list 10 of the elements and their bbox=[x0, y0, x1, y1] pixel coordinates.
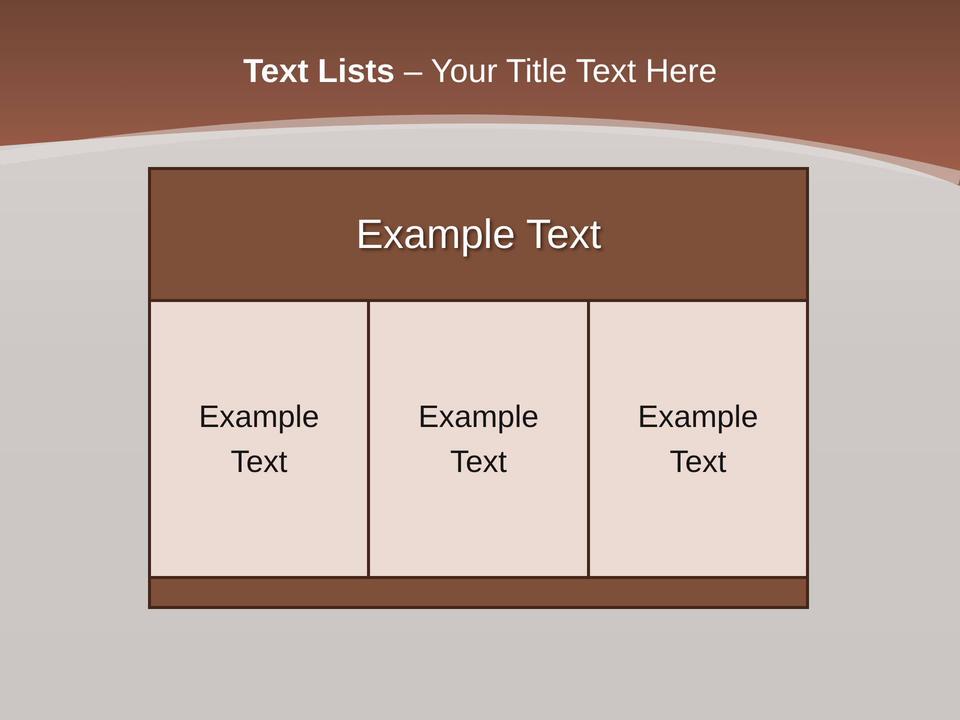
header-panel bbox=[148, 167, 809, 302]
footer-bar bbox=[148, 576, 809, 609]
text-panel bbox=[148, 299, 370, 579]
text-panel bbox=[587, 299, 809, 579]
slide-title: Text Lists – Your Title Text Here bbox=[243, 52, 717, 89]
heading-text: Example Text bbox=[356, 211, 602, 258]
text-panel bbox=[367, 299, 590, 579]
panel-text: Example Text bbox=[417, 398, 540, 481]
panel-text: Example Text bbox=[198, 398, 320, 481]
panel-text: Example Text bbox=[636, 398, 760, 481]
